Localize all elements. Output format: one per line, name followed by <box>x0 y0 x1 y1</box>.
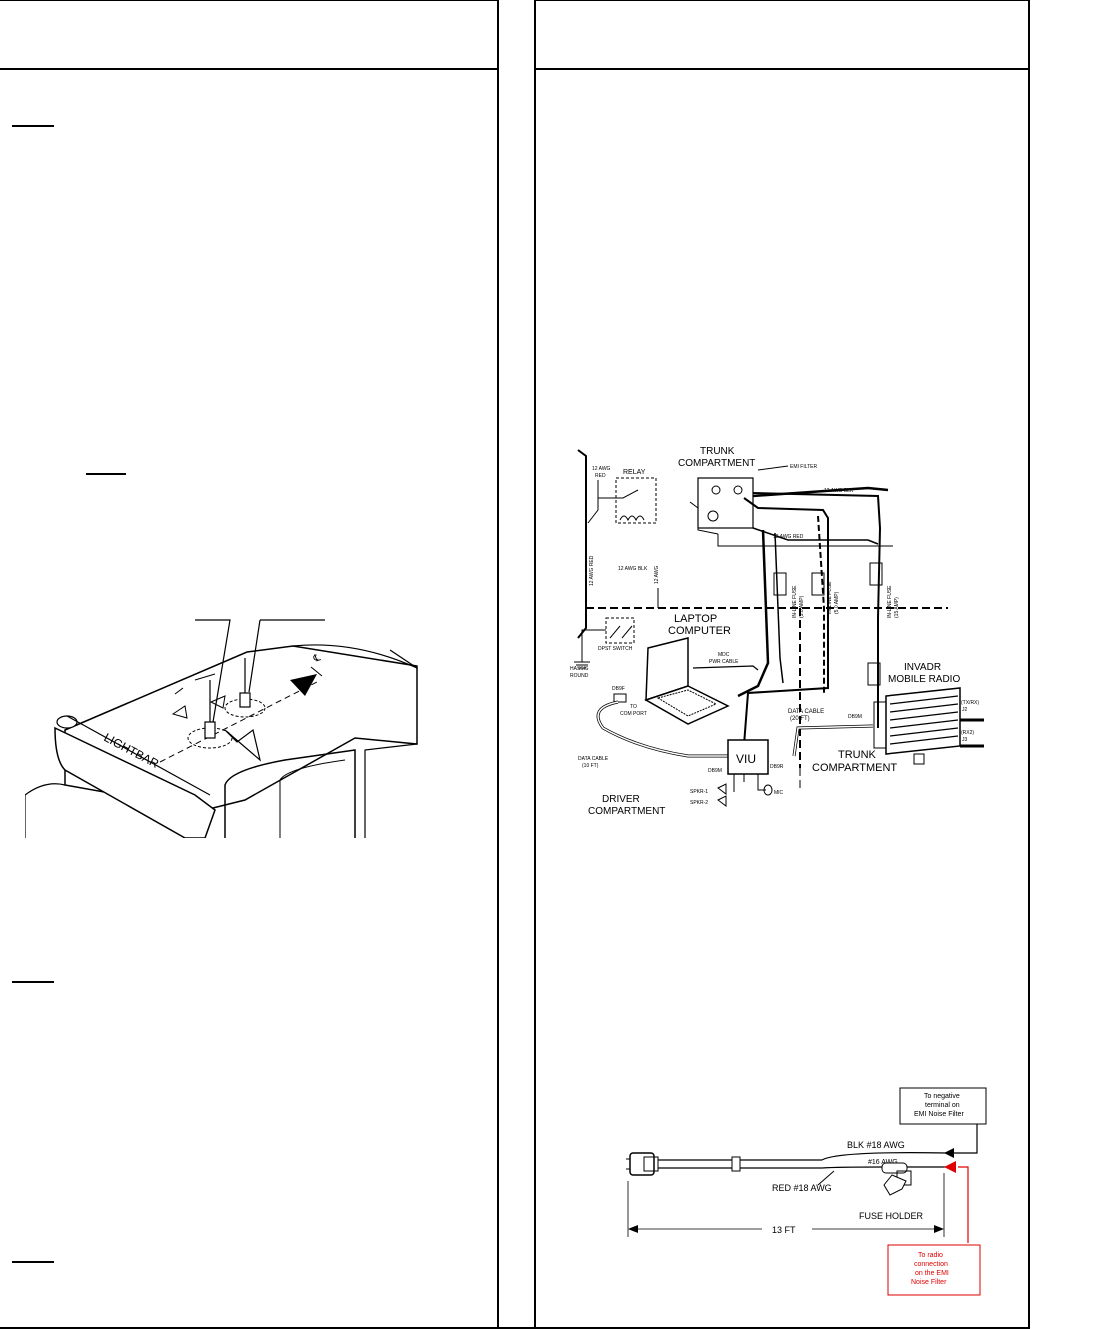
radio-connection-note-3: on the EMI <box>915 1270 949 1277</box>
awg-12-red-vertical-label: 12 AWG RED <box>589 555 595 586</box>
heading-underline <box>12 981 54 983</box>
tx-rx-label-2: J2 <box>962 707 968 713</box>
fuse-holder-label: FUSE HOLDER <box>859 1211 924 1221</box>
fuse-a-label-2: (5.0 AMP) <box>799 595 805 618</box>
mic-label: MIC <box>774 790 784 796</box>
fuse-b-label-1: IN-LINE FUSE <box>827 581 833 614</box>
right-column-right-border <box>1028 70 1030 1329</box>
data-cable-20ft-label-2: (20 FT) <box>790 716 810 722</box>
trunk-compartment-2-label-2: COMPARTMENT <box>812 762 897 774</box>
spkr1-label: SPKR-1 <box>690 789 708 795</box>
awg-12-blk-top-label: 12 AWG BLK <box>824 488 854 494</box>
mdc-label: MDC <box>718 652 730 658</box>
radio-connection-note-1: To radio <box>918 1252 943 1259</box>
fuse-b-label-2: (5.0 AMP) <box>834 591 840 614</box>
db9m-viu-label: DB9M <box>708 768 722 774</box>
awg-12-blk-left-label: 12 AWG BLK <box>618 566 648 572</box>
tx-rx-label-1: (TX/RX) <box>961 700 979 706</box>
neg-terminal-note-2: terminal on <box>925 1102 960 1109</box>
awg16-label: #16 AWG <box>868 1159 898 1166</box>
trunk-compartment-2-label-1: TRUNK <box>838 749 877 761</box>
fuse-a-label-1: IN-LINE FUSE <box>792 585 798 618</box>
data-cable-10ft-label-1: DATA CABLE <box>578 756 609 762</box>
chassis-ground-label-1: HASSIS <box>570 666 589 672</box>
radio-connection-note-2: connection <box>914 1261 948 1268</box>
blk-wire-label: BLK #18 AWG <box>847 1140 905 1150</box>
rx2-label-1: (RX2) <box>961 730 974 736</box>
subheading-underline <box>86 473 126 475</box>
fuse-c-label-1: IN-LINE FUSE <box>887 585 893 618</box>
mdc-pwr-cable-label: PWR CABLE <box>709 659 739 665</box>
viu-label: VIU <box>736 752 756 766</box>
fuse-c-label-2: (15 AMP) <box>894 597 900 618</box>
com-port-label: COM PORT <box>620 711 647 717</box>
awg-12-red-label-b: RED <box>595 473 606 479</box>
neg-terminal-note-3: EMI Noise Filter <box>914 1111 964 1118</box>
wiring-diagram: TRUNK COMPARTMENT EMI FILTER 12 AWG RED … <box>570 446 984 817</box>
power-cable-diagram: To negative terminal on EMI Noise Filter… <box>626 1087 987 1296</box>
roof-antenna-figure: LIGHTBAR ℄ <box>25 619 418 838</box>
left-column-border <box>497 70 499 1329</box>
length-label: 13 FT <box>772 1225 796 1235</box>
trunk-compartment-label-top: TRUNK <box>700 446 735 457</box>
heading-underline <box>12 125 54 127</box>
db9m-right-label: DB9M <box>848 714 862 720</box>
right-column-left-border <box>534 70 536 1329</box>
red-wire-label: RED #18 AWG <box>772 1183 832 1193</box>
right-header-cell <box>534 0 1030 70</box>
driver-compartment-label-2: COMPARTMENT <box>588 806 665 817</box>
db9r-label: DB9R <box>770 764 784 770</box>
radio-connection-note-4: Noise Filter <box>911 1279 947 1286</box>
chassis-ground-label-2: ROUND <box>570 673 589 679</box>
heading-underline <box>12 1261 54 1263</box>
to-label: TO <box>630 704 637 710</box>
db9f-label: DB9F <box>612 686 625 692</box>
spkr2-label: SPKR-2 <box>690 800 708 806</box>
relay-label: RELAY <box>623 469 646 476</box>
awg-12-red-label-a: 12 AWG <box>592 466 611 472</box>
invadr-label: INVADR <box>904 662 941 673</box>
awg-12-red-mid-label: 12 AWG RED <box>773 534 804 540</box>
trunk-compartment-label-bottom: COMPARTMENT <box>678 458 755 469</box>
awg-12-vertical-label: 12 AWG <box>654 565 660 584</box>
driver-compartment-label-1: DRIVER <box>602 794 640 805</box>
dpst-switch-label: DPST SWITCH <box>598 646 633 652</box>
left-header-cell <box>0 0 499 70</box>
data-cable-10ft-label-2: (10 FT) <box>582 763 599 769</box>
mobile-radio-label: MOBILE RADIO <box>888 674 960 685</box>
computer-label: COMPUTER <box>668 625 731 637</box>
laptop-label: LAPTOP <box>674 613 717 625</box>
rx2-label-2: J3 <box>962 737 968 743</box>
emi-filter-label: EMI FILTER <box>790 464 818 470</box>
svg-text:℄: ℄ <box>311 652 322 665</box>
data-cable-20ft-label-1: DATA CABLE <box>788 709 824 715</box>
bottom-border <box>0 1327 1030 1329</box>
neg-terminal-note-1: To negative <box>924 1093 960 1100</box>
